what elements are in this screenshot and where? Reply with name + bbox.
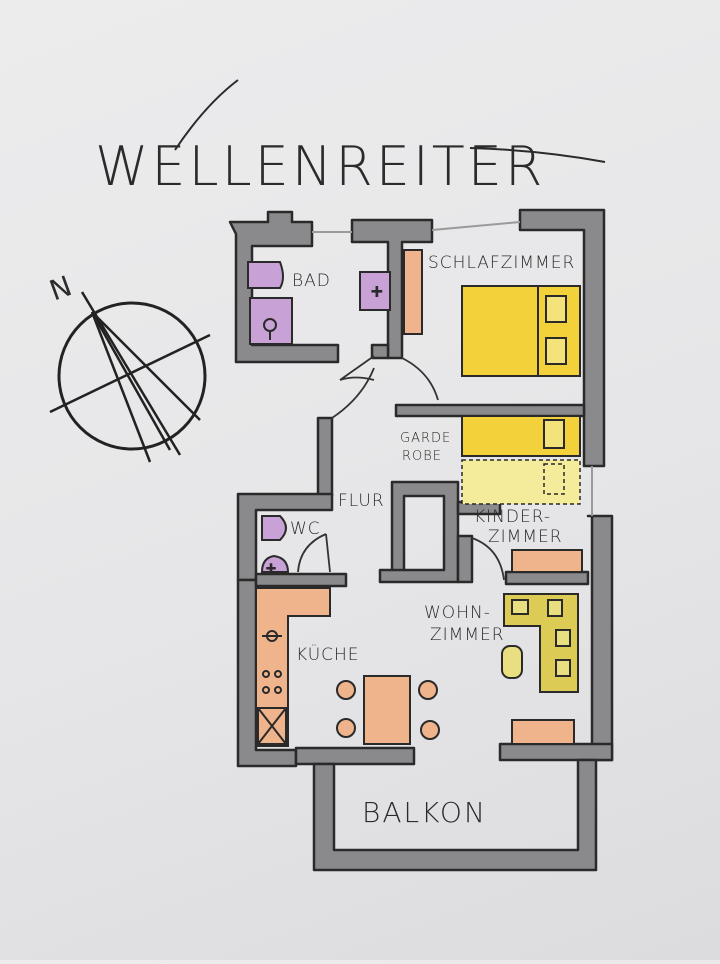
window-top-right bbox=[431, 221, 521, 231]
label-garderobe-1: GARDE bbox=[400, 431, 451, 446]
living-furniture bbox=[501, 593, 579, 745]
door-kids bbox=[471, 537, 505, 581]
wall-right-lower bbox=[586, 514, 614, 762]
cushion-3 bbox=[555, 629, 571, 647]
wc-sink-icon bbox=[260, 554, 290, 573]
label-wohnzimmer-1: WOHN- bbox=[424, 603, 491, 623]
stove-burner-3 bbox=[262, 686, 270, 694]
compass-ray-1 bbox=[90, 311, 152, 463]
label-schlafzimmer: SCHLAFZIMMER bbox=[428, 253, 575, 273]
title-flourish bbox=[174, 79, 239, 151]
wall-bath-corner bbox=[370, 343, 390, 360]
pillow-1 bbox=[545, 295, 567, 323]
bathtub-icon bbox=[247, 261, 284, 289]
pillow-2 bbox=[545, 337, 567, 365]
door-flur bbox=[331, 367, 375, 419]
armchair bbox=[501, 645, 523, 679]
label-kueche: KÜCHE bbox=[296, 643, 360, 665]
toilet-icon bbox=[261, 515, 287, 541]
wc-tap-icon: + bbox=[266, 561, 277, 575]
kitchen-counter bbox=[255, 587, 331, 747]
door-wc bbox=[297, 533, 331, 573]
wall-wc-kitchen bbox=[254, 572, 348, 588]
fridge-cross-2 bbox=[257, 707, 287, 745]
kids-pillow bbox=[543, 419, 565, 449]
kids-furniture bbox=[461, 415, 583, 573]
door-bath bbox=[339, 355, 375, 381]
label-kinderzimmer-2: ZIMMER bbox=[488, 527, 563, 547]
chair-4 bbox=[420, 720, 440, 740]
kids-bed-option bbox=[461, 459, 581, 505]
wall-kids-stub bbox=[456, 534, 474, 584]
wall-living-bottom-left bbox=[294, 746, 416, 766]
bedroom-furniture bbox=[403, 249, 581, 377]
compass-cross-line bbox=[49, 333, 211, 414]
stove-burner-2 bbox=[274, 670, 282, 678]
kids-pillow-option bbox=[543, 463, 565, 495]
compass-ray-2 bbox=[90, 311, 172, 451]
stove-burner-4 bbox=[274, 686, 282, 694]
label-flur: FLUR bbox=[338, 491, 385, 511]
wall-right-upper bbox=[518, 208, 606, 468]
sink-tap-icon: + bbox=[371, 284, 384, 300]
label-bad: BAD bbox=[292, 271, 331, 291]
cushion-2 bbox=[547, 599, 563, 617]
kitchen-fixtures bbox=[255, 587, 331, 747]
label-garderobe-2: ROBE bbox=[402, 449, 442, 464]
wall-bedroom-kids bbox=[394, 403, 586, 418]
doors bbox=[297, 355, 505, 581]
stove-burner-1 bbox=[262, 670, 270, 678]
compass-north-label: N bbox=[45, 269, 77, 308]
walls bbox=[228, 208, 614, 872]
dining-set bbox=[336, 675, 440, 745]
door-bedroom bbox=[401, 357, 439, 401]
wall-flur-left bbox=[316, 416, 334, 498]
chair-2 bbox=[336, 718, 356, 738]
cushion-1 bbox=[511, 599, 529, 615]
plan-title: WELLENREITER bbox=[95, 135, 545, 198]
compass-circle bbox=[57, 301, 207, 451]
kids-desk bbox=[511, 549, 583, 573]
chair-1 bbox=[336, 680, 356, 700]
title-underline-flourish bbox=[469, 147, 606, 163]
cushion-4 bbox=[555, 659, 571, 677]
wardrobe-bedroom bbox=[403, 249, 423, 335]
wall-kids-bottom bbox=[504, 570, 590, 586]
sink-icon bbox=[359, 271, 391, 311]
chair-3 bbox=[418, 680, 438, 700]
tv-sideboard bbox=[511, 719, 575, 745]
label-kinderzimmer-1: KINDER- bbox=[474, 507, 551, 527]
bath-fixtures: + bbox=[247, 261, 391, 345]
label-balkon: BALKON bbox=[362, 796, 487, 829]
wall-balcony bbox=[312, 758, 598, 872]
room-labels: BAD SCHLAFZIMMER GARDE ROBE FLUR WC KIND… bbox=[290, 253, 575, 829]
dining-table bbox=[363, 675, 411, 745]
label-wc: WC bbox=[290, 519, 321, 539]
wc-fixtures: + bbox=[260, 515, 290, 576]
wall-living-bottom-right bbox=[498, 742, 614, 762]
compass: N bbox=[45, 269, 211, 463]
label-wohnzimmer-2: ZIMMER bbox=[430, 625, 505, 645]
wall-garderobe bbox=[378, 480, 460, 584]
